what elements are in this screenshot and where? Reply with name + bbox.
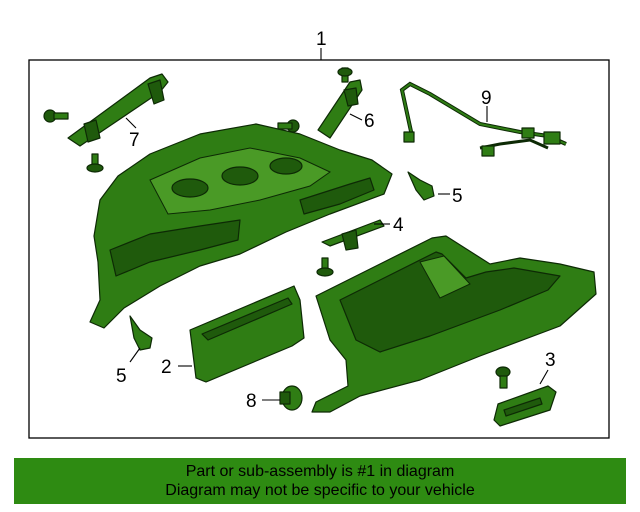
screw-7b[interactable]: [86, 153, 104, 173]
part-7-bracket[interactable]: [67, 73, 169, 147]
assembly-frame: [28, 59, 610, 439]
callout-3[interactable]: 3: [545, 350, 556, 371]
callout-1[interactable]: 1: [316, 29, 327, 50]
callout-5-left[interactable]: 5: [116, 366, 127, 387]
dash-carrier-frame[interactable]: [89, 123, 393, 329]
parts-diagram: 1 7 6 9: [28, 29, 610, 439]
callout-7[interactable]: 7: [129, 130, 140, 151]
callout-6[interactable]: 6: [364, 111, 375, 132]
footer-banner: Part or sub-assembly is #1 in diagram Di…: [14, 458, 626, 504]
part-6-bracket[interactable]: [317, 79, 363, 139]
part-5-clip-left[interactable]: [129, 315, 153, 351]
callout-8[interactable]: 8: [246, 391, 257, 412]
part-8-lock[interactable]: [279, 385, 303, 411]
screw-3[interactable]: [495, 366, 511, 389]
screw-top[interactable]: [337, 67, 353, 83]
callout-4[interactable]: 4: [393, 215, 404, 236]
glove-box-bin[interactable]: [311, 235, 597, 413]
part-9-harness[interactable]: [399, 81, 567, 157]
part-3-latch[interactable]: [493, 385, 557, 427]
part-2-door-panel[interactable]: [189, 285, 305, 383]
part-4-bracket[interactable]: [321, 219, 385, 251]
callout-9[interactable]: 9: [481, 88, 492, 109]
footer-line-2: Diagram may not be specific to your vehi…: [165, 482, 475, 499]
push-pin[interactable]: [316, 257, 334, 277]
callout-5-right[interactable]: 5: [452, 186, 463, 207]
part-5-clip-right[interactable]: [407, 171, 435, 201]
footer-line-1: Part or sub-assembly is #1 in diagram: [185, 463, 455, 480]
callout-2[interactable]: 2: [161, 357, 172, 378]
screw-7a[interactable]: [43, 109, 69, 123]
